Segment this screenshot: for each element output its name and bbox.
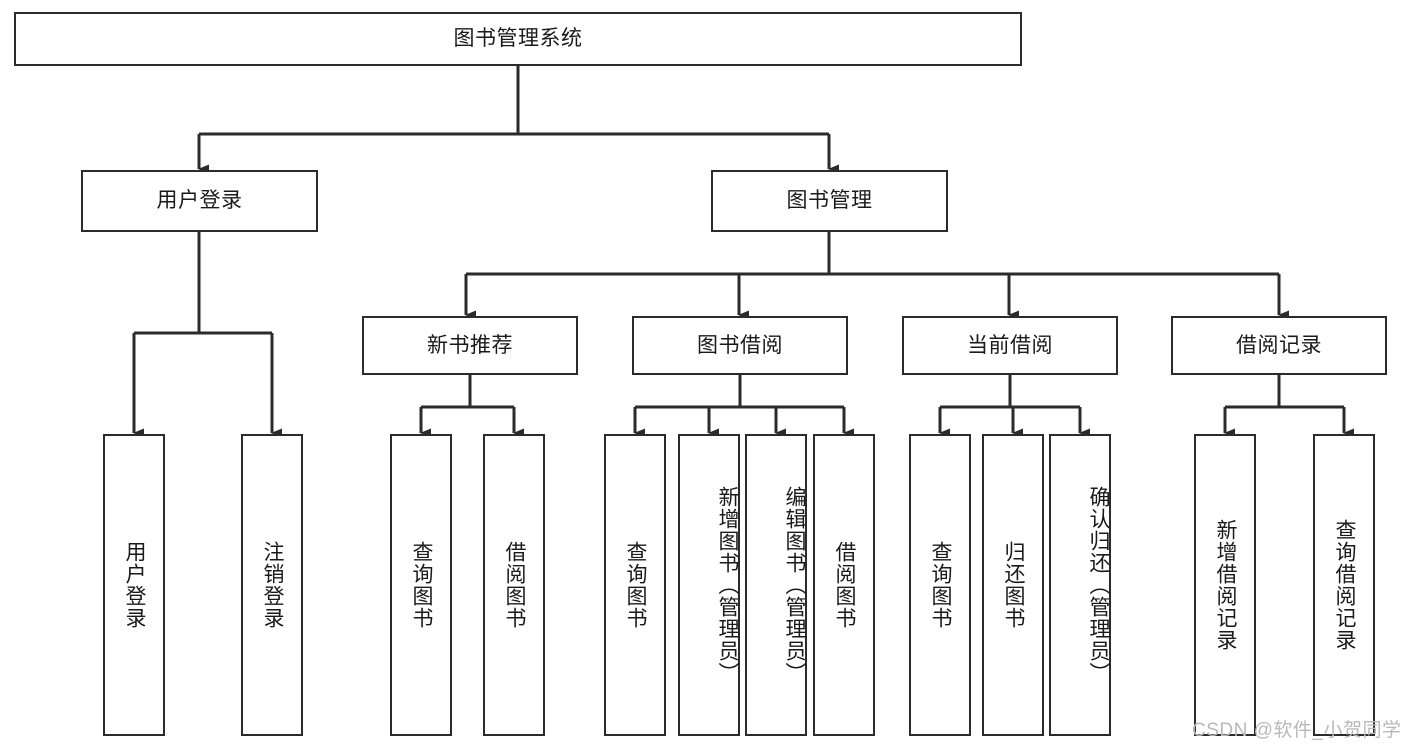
leaf-确认归还管理员-10[interactable]: 确认归还（管理员）	[1049, 434, 1111, 736]
node-label: 查询图书	[410, 541, 434, 629]
node-label: 借阅图书	[833, 541, 857, 629]
node-label: 确认归还（管理员）	[1087, 486, 1110, 684]
node-label: 图书管理	[786, 189, 873, 213]
node-root-system[interactable]: 图书管理系统	[14, 12, 1022, 66]
watermark-text: CSDN @软件_小贺同学	[1192, 720, 1402, 741]
leaf-查询图书-8[interactable]: 查询图书	[909, 434, 971, 736]
node-图书借阅-1[interactable]: 图书借阅	[632, 316, 848, 375]
leaf-查询图书-2[interactable]: 查询图书	[390, 434, 452, 736]
node-借阅记录-3[interactable]: 借阅记录	[1171, 316, 1387, 375]
leaf-查询借阅记录-12[interactable]: 查询借阅记录	[1313, 434, 1375, 736]
node-label: 查询图书	[929, 541, 953, 629]
leaf-新增借阅记录-11[interactable]: 新增借阅记录	[1194, 434, 1256, 736]
node-label: 新书推荐	[427, 333, 513, 357]
leaf-借阅图书-7[interactable]: 借阅图书	[813, 434, 875, 736]
edge-newbooks_to_leaves	[419, 375, 524, 438]
node-label: 用户登录	[123, 541, 147, 629]
node-label: 图书借阅	[697, 333, 783, 357]
node-当前借阅-2[interactable]: 当前借阅	[902, 316, 1118, 375]
edge-current_to_leaves	[938, 375, 1090, 438]
leaf-借阅图书-3[interactable]: 借阅图书	[483, 434, 545, 736]
node-label: 借阅图书	[503, 541, 527, 629]
node-label: 查询图书	[624, 541, 648, 629]
node-label: 注销登录	[261, 541, 285, 629]
node-label: 新增图书（管理员）	[716, 486, 739, 684]
tree-connectors	[132, 66, 1354, 438]
leaf-用户登录-0[interactable]: 用户登录	[103, 434, 165, 736]
node-用户登录-0[interactable]: 用户登录	[81, 170, 318, 232]
leaf-注销登录-1[interactable]: 注销登录	[241, 434, 303, 736]
leaf-查询图书-4[interactable]: 查询图书	[604, 434, 666, 736]
node-label: 编辑图书（管理员）	[783, 486, 806, 684]
leaf-归还图书-9[interactable]: 归还图书	[982, 434, 1044, 736]
node-label: 图书管理系统	[453, 27, 583, 51]
node-label: 用户登录	[156, 189, 243, 213]
node-label: 借阅记录	[1236, 333, 1322, 357]
edge-books_to_level3	[464, 232, 1289, 320]
node-label: 查询借阅记录	[1333, 519, 1357, 651]
node-label: 当前借阅	[967, 333, 1053, 357]
node-label: 归还图书	[1002, 541, 1026, 629]
leaf-编辑图书管理员-6[interactable]: 编辑图书（管理员）	[745, 434, 807, 736]
node-图书管理-1[interactable]: 图书管理	[711, 170, 948, 232]
edge-login_to_leaves	[132, 232, 282, 438]
edge-root_to_level2	[197, 66, 839, 174]
edge-borrow_to_leaves	[633, 375, 854, 438]
edge-record_to_leaves	[1223, 375, 1354, 438]
node-label: 新增借阅记录	[1214, 519, 1238, 651]
node-新书推荐-0[interactable]: 新书推荐	[362, 316, 578, 375]
leaf-新增图书管理员-5[interactable]: 新增图书（管理员）	[678, 434, 740, 736]
